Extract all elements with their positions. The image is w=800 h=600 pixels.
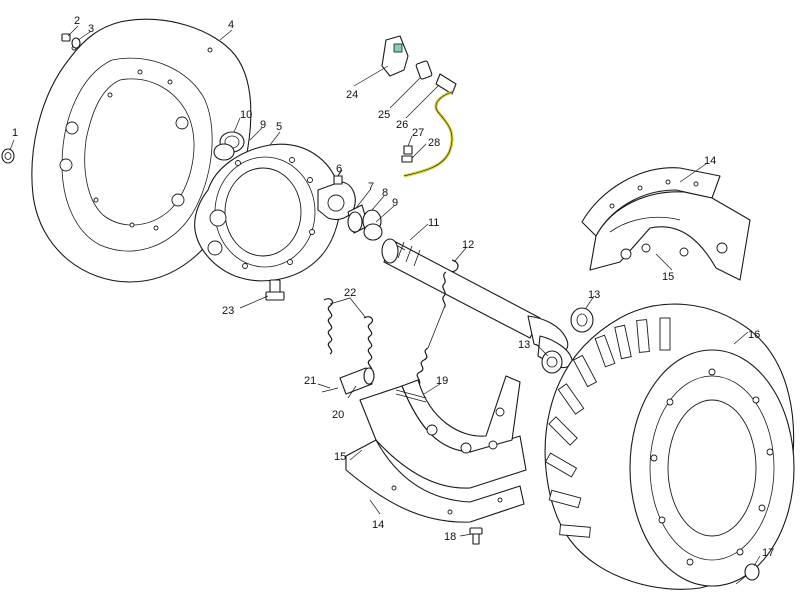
callout-14-lower: 14 [372,519,384,531]
bolt-part-1 [1,148,15,164]
brake-lining-lower [345,439,525,523]
spring-part-22-right [363,316,374,373]
callout-20: 20 [332,409,344,421]
roller-part-13-upper [570,307,594,333]
leader-lines [9,25,761,567]
callout-3: 3 [88,23,94,35]
bushing-parts-7-8-9 [347,204,383,241]
callout-13-upper: 13 [588,289,600,301]
callout-4: 4 [228,19,234,31]
brake-drum [544,303,795,590]
roller-part-13-lower [541,350,563,374]
spring-part-22-left [323,298,334,355]
brake-shoe-lower [359,375,527,489]
callout-12: 12 [462,239,474,251]
callout-2: 2 [74,15,80,27]
wear-sensor-part-26 [435,73,457,95]
callout-7: 7 [368,181,374,193]
seal-ring-part-10 [213,131,245,161]
callout-25: 25 [378,109,390,121]
wear-sensor-bracket-part-24 [381,35,409,77]
callout-28: 28 [428,137,440,149]
wear-sensor-clip-part-25 [415,60,433,80]
wear-sensor-cable-part-28 [403,90,454,178]
callout-10: 10 [240,109,252,121]
callout-15-lower: 15 [334,451,346,463]
wear-sensor-connector-part-27 [401,145,413,163]
callout-26: 26 [396,119,408,131]
pin-part-19 [395,389,427,403]
callout-14-upper: 14 [704,155,716,167]
s-camshaft [381,238,573,369]
callout-5: 5 [276,121,282,133]
callout-9-right: 9 [392,197,398,209]
brake-shoe-upper [589,191,751,281]
callout-23: 23 [222,305,234,317]
callout-27: 27 [412,127,424,139]
anchor-pin-part-20-21 [321,367,375,395]
rivet-part-18 [469,527,483,545]
callout-18: 18 [444,531,456,543]
callout-17: 17 [762,547,774,559]
callout-8: 8 [382,187,388,199]
callout-24: 24 [346,89,358,101]
bolt-part-2-3 [61,33,81,49]
callout-13-lower: 13 [518,339,530,351]
callout-6: 6 [336,163,342,175]
callout-22: 22 [344,287,356,299]
callout-11: 11 [428,217,439,229]
callout-labels: 1 2 3 4 10 9 5 6 7 8 9 11 12 13 13 14 15… [12,15,774,559]
callout-21: 21 [304,375,316,387]
brake-spider [194,143,356,282]
callout-19: 19 [436,375,448,387]
callout-15-upper: 15 [662,271,674,283]
bolt-part-17 [735,563,760,585]
bolt-part-23 [265,279,285,301]
callout-16: 16 [748,329,760,341]
callout-9-left: 9 [260,119,266,131]
callout-1: 1 [12,127,18,139]
